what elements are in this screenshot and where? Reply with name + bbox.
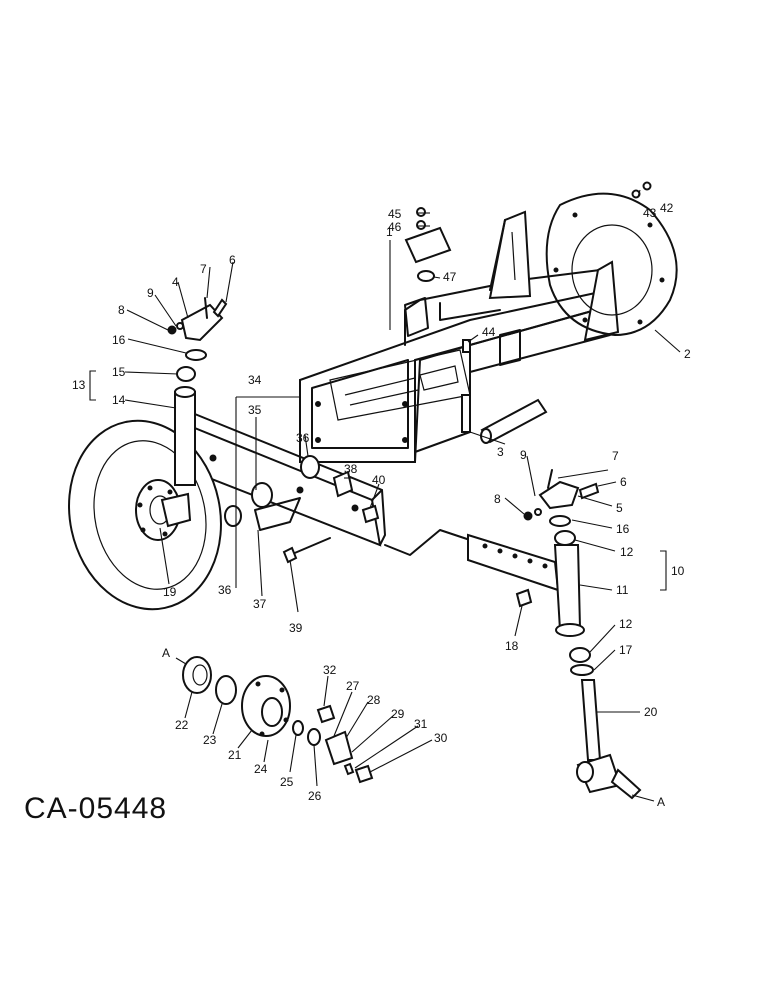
rear-disc [545,192,678,336]
callout-37: 37 [253,597,267,611]
callout-14: 14 [112,393,126,407]
callout-20: 20 [644,705,658,719]
callout-43: 43 [643,206,657,220]
callout-45: 45 [388,207,402,221]
callout-47: 47 [443,270,457,284]
callout-35: 35 [248,403,262,417]
main-frame [299,210,620,463]
callout-17: 17 [619,643,633,657]
axle-beam [173,407,560,608]
left-spindle-support [160,366,196,528]
figure-code: CA-05448 [24,792,167,825]
callout-5: 5 [616,501,623,515]
callout-16-left: 16 [112,333,126,347]
right-steering-arm [523,469,600,527]
callout-9-right: 9 [520,448,527,462]
spindle-20 [576,679,642,800]
callout-28: 28 [367,693,381,707]
callout-4: 4 [172,275,179,289]
callout-A-left: A [162,646,170,660]
callout-labels: 1 2 3 45 46 47 44 43 42 6 7 4 9 8 16 15 … [72,201,691,809]
callout-10: 10 [671,564,685,578]
callout-16-right: 16 [616,522,630,536]
callout-42: 42 [660,201,674,215]
callout-18: 18 [505,639,519,653]
callout-31: 31 [414,717,428,731]
callout-21: 21 [228,748,242,762]
callout-6-left: 6 [229,253,236,267]
callout-15: 15 [112,365,126,379]
callout-46: 46 [388,220,402,234]
hub-assembly [182,656,374,784]
callout-2: 2 [684,347,691,361]
callout-36-right: 36 [296,431,310,445]
callout-12-top: 12 [620,545,634,559]
callout-24: 24 [254,762,268,776]
right-spindle-support [553,530,594,676]
callout-27: 27 [346,679,360,693]
callout-38: 38 [344,462,358,476]
callout-44: 44 [482,325,496,339]
callout-22: 22 [175,718,189,732]
callout-23: 23 [203,733,217,747]
bolts-42-43 [631,181,652,199]
leader-lines [89,189,681,802]
callout-A-right: A [657,795,665,809]
callout-34: 34 [248,373,262,387]
callout-36-left: 36 [218,583,232,597]
callout-6-right: 6 [620,475,627,489]
callout-7-left: 7 [200,262,207,276]
callout-9-left: 9 [147,286,154,300]
callout-3: 3 [497,445,504,459]
callout-19: 19 [163,585,177,599]
callout-13: 13 [72,378,86,392]
callout-40: 40 [372,473,386,487]
callout-29: 29 [391,707,405,721]
bar-3 [480,398,548,444]
callout-26: 26 [308,789,322,803]
callout-7-right: 7 [612,449,619,463]
callout-39: 39 [289,621,303,635]
top-plate [404,207,471,353]
callout-8-right: 8 [494,492,501,506]
callout-25: 25 [280,775,294,789]
callout-12-bottom: 12 [619,617,633,631]
left-steering-arm [167,297,228,361]
callout-32: 32 [323,663,337,677]
callout-11: 11 [616,583,629,597]
callout-8-left: 8 [118,303,125,317]
callout-30: 30 [434,731,448,745]
callout-1: 1 [386,225,393,239]
